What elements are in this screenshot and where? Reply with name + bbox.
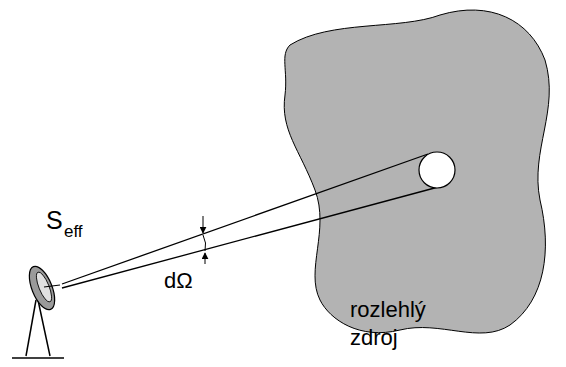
antenna [12, 263, 64, 358]
solid-angle-label: dΩ [164, 267, 193, 295]
angle-arrow [205, 253, 206, 264]
angle-arc [203, 235, 206, 251]
beam-line [62, 186, 442, 288]
beam-line [62, 154, 428, 284]
antenna-area-symbol: S [46, 205, 63, 236]
extended-source [284, 10, 549, 333]
solid-angle-spot [419, 152, 455, 188]
source-label: rozlehlý zdroj [350, 296, 450, 351]
symbol-subscript: eff [64, 221, 83, 242]
angle-arrow [203, 216, 204, 233]
